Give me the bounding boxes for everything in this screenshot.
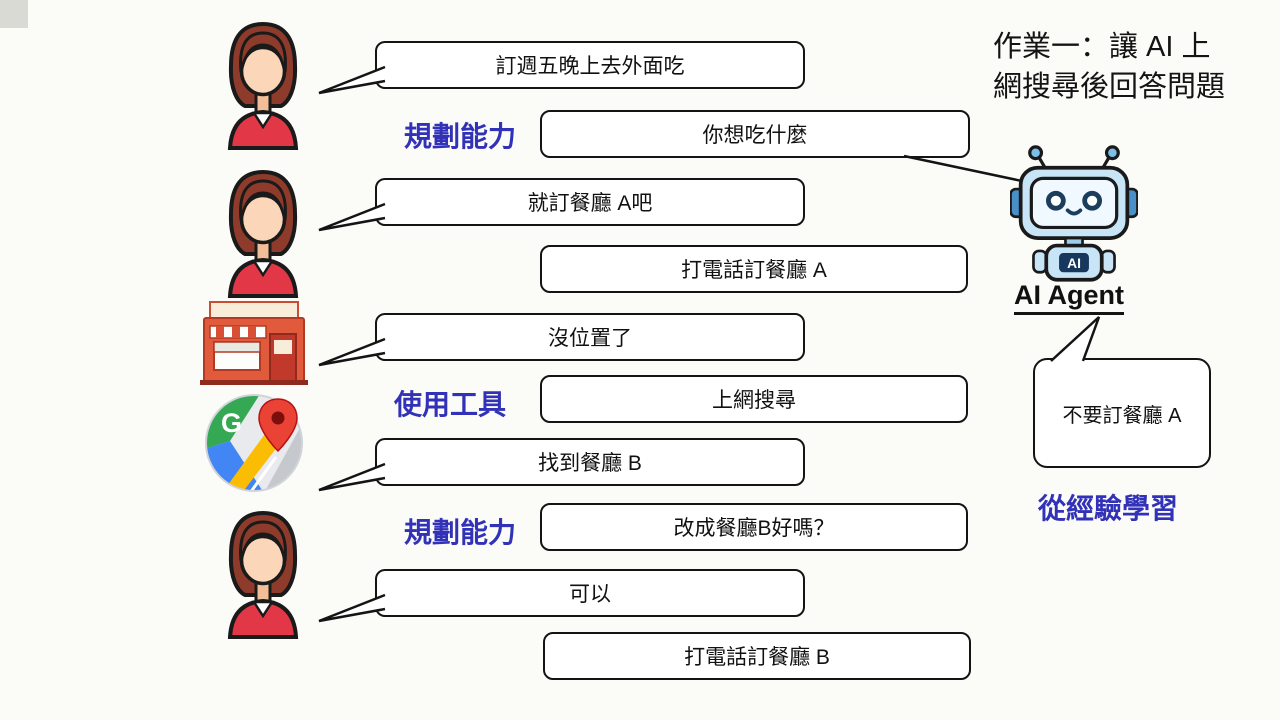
woman-avatar-icon [227,510,299,639]
bubble-tail-icon [1050,316,1101,362]
speech-bubble-agent-call-a: 打電話訂餐廳 A [540,245,968,293]
bubble-text: 訂週五晚上去外面吃 [495,55,685,78]
title-line-1: 作業一：讓 AI 上 [993,31,1211,63]
maps-g-letter: G [221,408,242,438]
woman-avatar-icon [227,21,299,150]
robot-chest-badge: AI [1067,255,1081,271]
google-maps-icon: G [205,394,303,492]
bubble-tail-icon [318,202,386,232]
bubble-text: 打電話訂餐廳 A [681,259,827,282]
speech-bubble-user-ok: 可以 [318,569,805,623]
speech-bubble-user-request: 訂週五晚上去外面吃 [318,41,805,95]
label-learn-from-experience: 從經驗學習 [1038,493,1179,524]
speech-bubble-restaurant-full: 沒位置了 [318,313,805,367]
label-tool-use: 使用工具 [394,389,507,420]
corner-decoration [0,0,28,28]
speech-bubble-agent-found-b: 找到餐廳 B [318,438,805,492]
speech-bubble-user-pick-a: 就訂餐廳 A吧 [318,178,805,232]
woman-avatar-icon [227,169,299,298]
bubble-text: 不要訂餐廳 A [1062,404,1182,427]
bubble-tail-icon [318,65,386,95]
bubble-tail-icon [318,593,386,623]
agent-pointer-line [903,154,1023,183]
bubble-text: 找到餐廳 B [538,452,642,475]
agent-name-label: AI Agent [1014,280,1124,315]
speech-bubble-agent-call-b: 打電話訂餐廳 B [543,632,971,680]
bubble-text: 打電話訂餐廳 B [684,646,830,669]
label-planning-bottom: 規劃能力 [404,517,517,548]
agent-memory-bubble: 不要訂餐廳 A [1033,316,1211,468]
robot-icon: AI [1010,145,1138,282]
bubble-text: 改成餐廳B好嗎？ [673,517,835,540]
bubble-text: 可以 [569,583,611,606]
storefront-icon [200,301,308,385]
bubble-tail-icon [318,337,386,367]
title-line-2: 網搜尋後回答問題 [993,71,1226,103]
bubble-text: 上網搜尋 [712,389,796,412]
bubble-text: 沒位置了 [548,327,632,350]
label-planning-top: 規劃能力 [404,121,517,152]
bubble-tail-icon [318,462,386,492]
page-title: 作業一：讓 AI 上 網搜尋後回答問題 [993,27,1273,107]
bubble-text: 就訂餐廳 A吧 [527,192,653,215]
speech-bubble-agent-confirm-b: 改成餐廳B好嗎？ [540,503,968,551]
speech-bubble-agent-ask-food: 你想吃什麼 [540,110,970,158]
speech-bubble-agent-web-search: 上網搜尋 [540,375,968,423]
bubble-text: 你想吃什麼 [702,124,808,147]
